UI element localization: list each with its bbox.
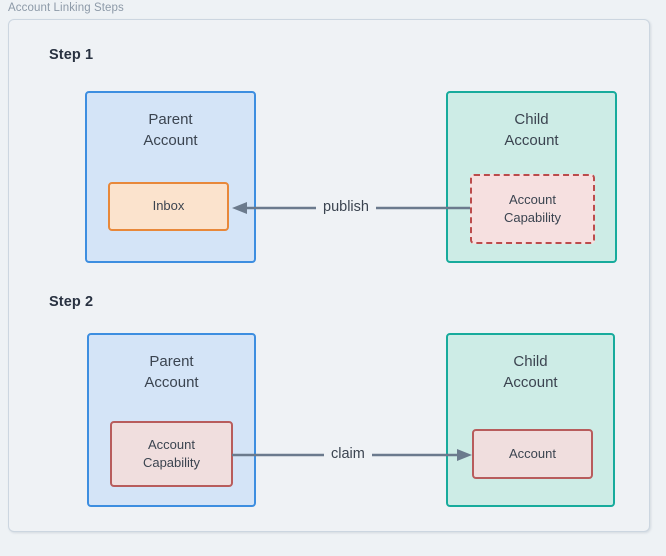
figure-caption: Account Linking Steps xyxy=(8,2,124,14)
step-1-heading: Step 1 xyxy=(49,47,94,63)
step-1-parent-account-box: Parent Account Inbox xyxy=(85,91,256,263)
step-2-parent-account-title: Parent Account xyxy=(144,353,199,392)
step-1-child-account-box: Child Account Account Capability xyxy=(446,91,617,263)
step-1-parent-inbox-chip: Inbox xyxy=(108,182,229,231)
step-2-child-account-chip: Account xyxy=(472,429,593,479)
step-1-publish-arrow-label: publish xyxy=(316,200,376,215)
step-1-child-account-capability-chip: Account Capability xyxy=(470,174,595,244)
step-2-heading: Step 2 xyxy=(49,294,94,310)
step-1-parent-account-title: Parent Account xyxy=(143,111,198,150)
step-1-child-account-title: Child Account xyxy=(504,111,559,150)
step-2-claim-arrow-label: claim xyxy=(324,447,372,462)
step-2-child-account-box: Child Account Account xyxy=(446,333,615,507)
step-2-parent-account-box: Parent Account Account Capability xyxy=(87,333,256,507)
step-2-parent-account-capability-chip: Account Capability xyxy=(110,421,233,487)
step-2-child-account-title: Child Account xyxy=(503,353,558,392)
